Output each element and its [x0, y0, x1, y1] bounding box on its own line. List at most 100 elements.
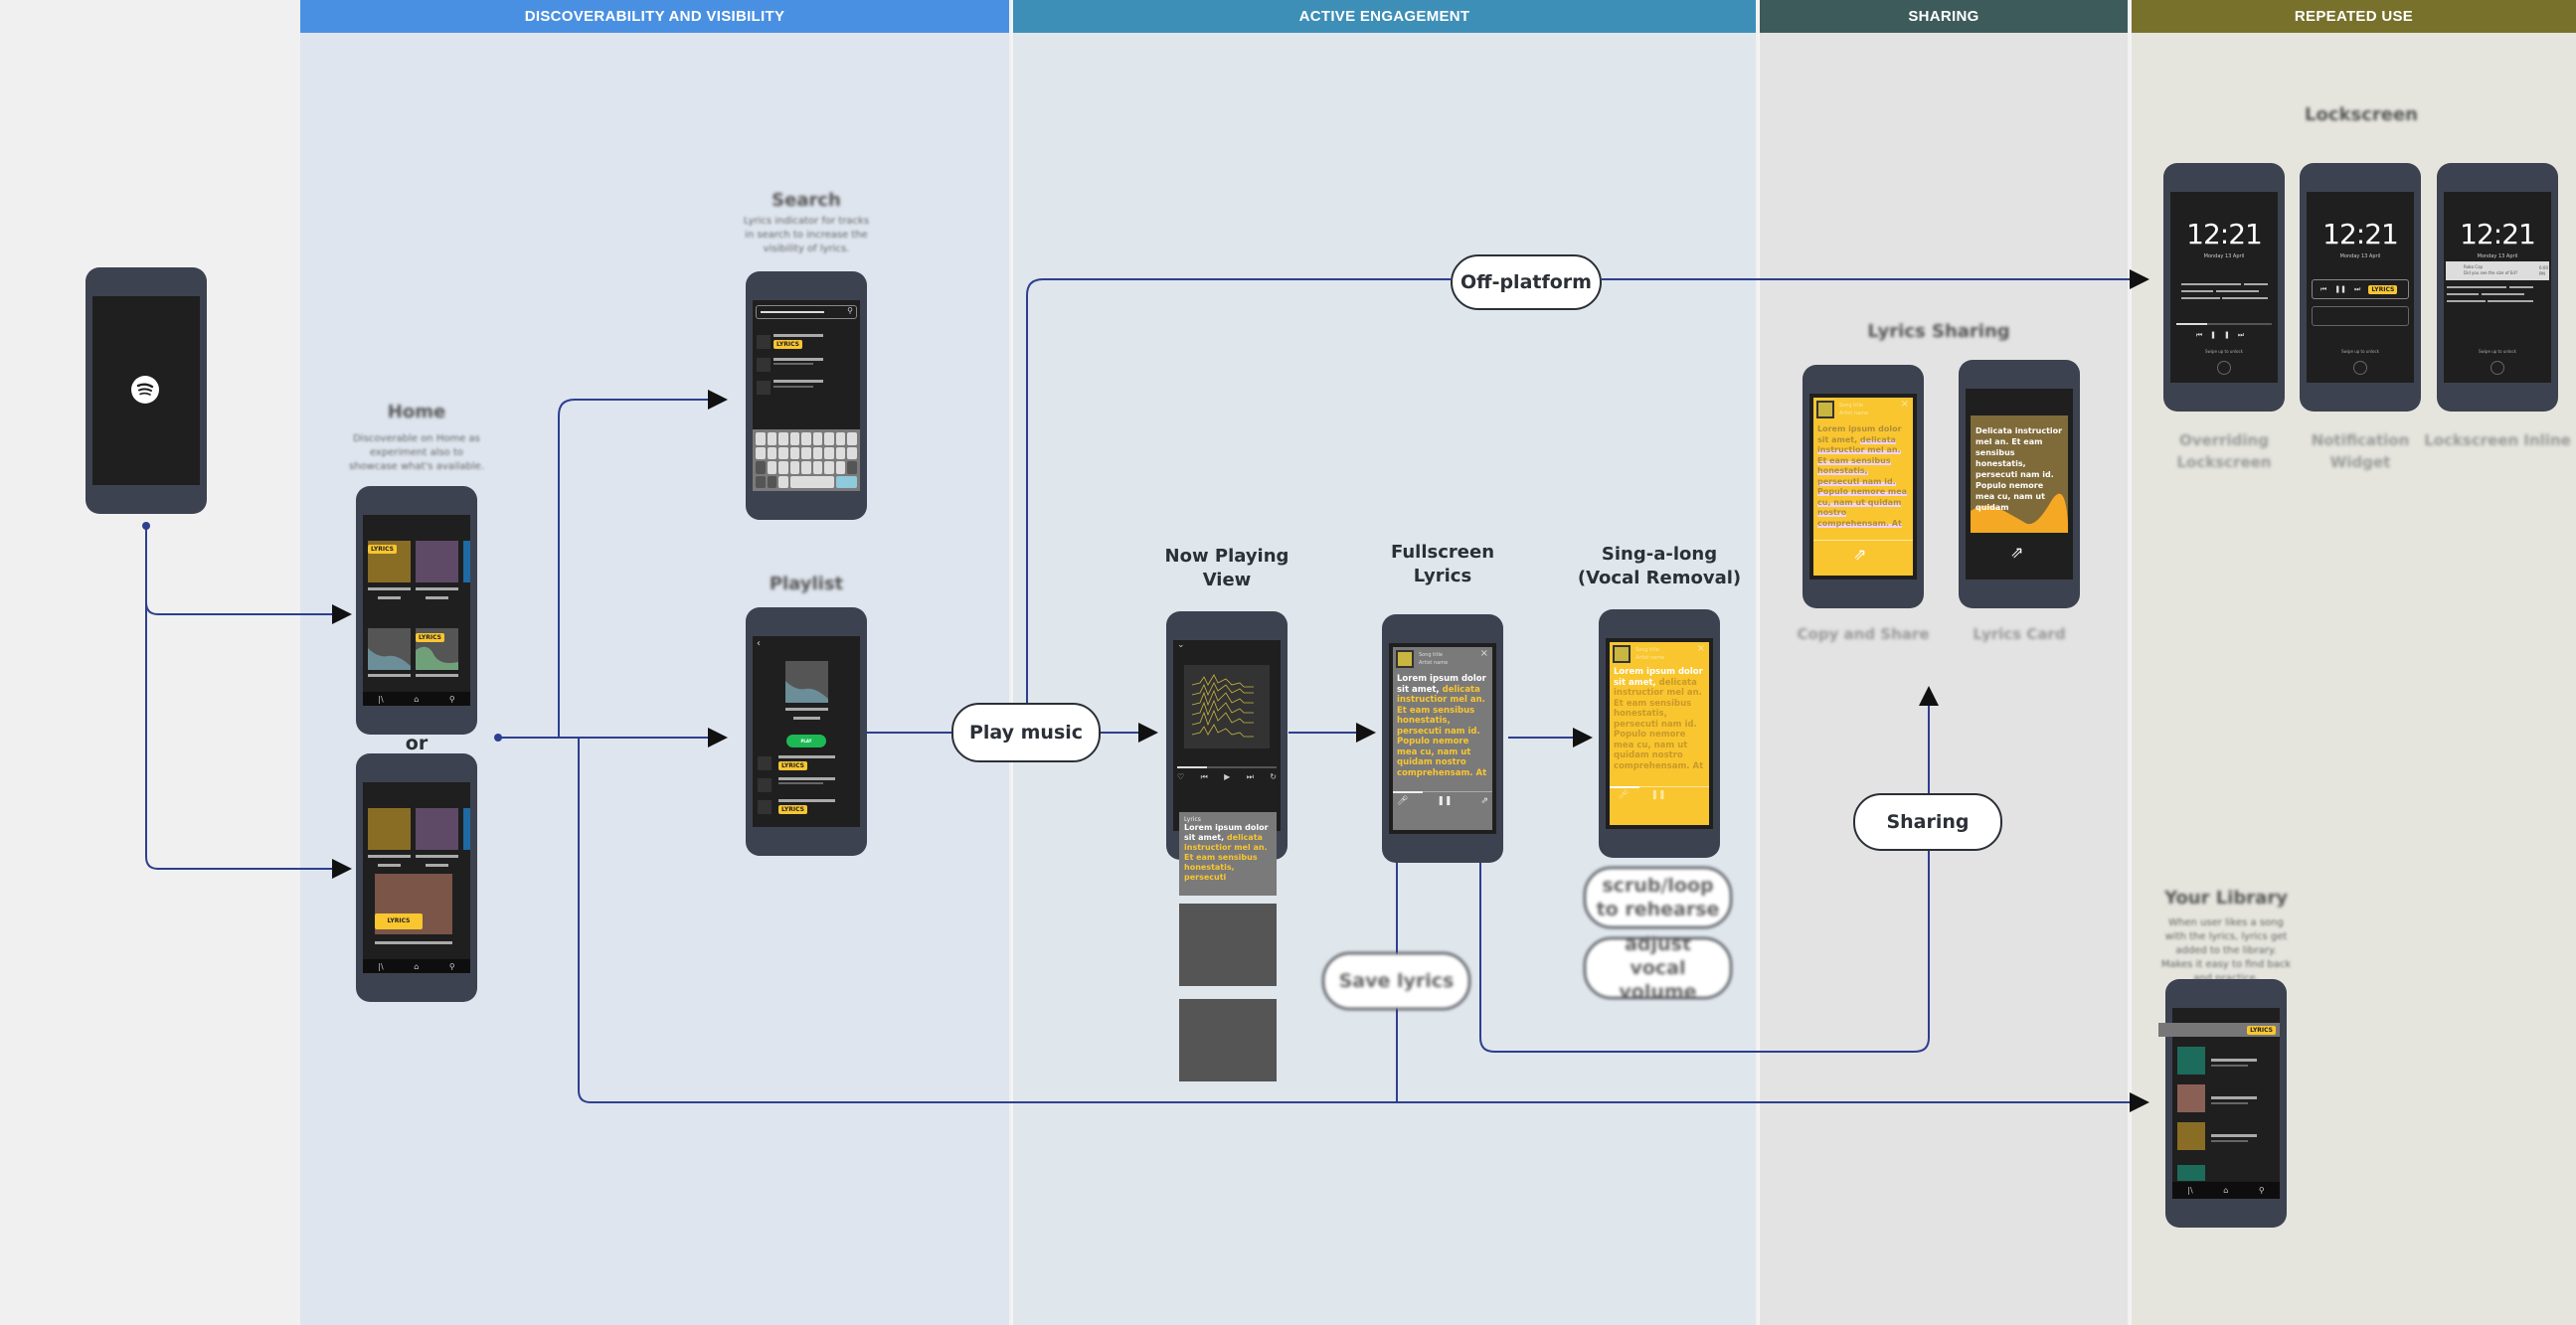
next-icon[interactable]: ⏭	[2354, 284, 2361, 293]
connector-fullscreen-sharing	[1479, 686, 1939, 1053]
placeholder-card	[1179, 999, 1277, 1081]
player-controls: ♡ ⏮ ▶ ⏭ ↻	[1177, 772, 1277, 782]
previous-icon[interactable]: ⏮	[1200, 772, 1208, 781]
swipe-hint: Swipe up to unlock	[2205, 349, 2243, 354]
progress-bar[interactable]	[1177, 766, 1277, 768]
artist-name: Artist name	[1839, 411, 1869, 416]
search-icon[interactable]: ⚲	[448, 694, 455, 704]
swipe-hint: Swipe up to unlock	[2341, 349, 2379, 354]
lockscreen-caption: Overriding Lockscreen	[2176, 431, 2272, 471]
library-icon[interactable]: |\	[378, 961, 384, 971]
back-icon[interactable]: ‹	[757, 638, 761, 649]
play-button[interactable]: PLAY	[786, 735, 826, 747]
search-icon[interactable]: ⚲	[2258, 1186, 2265, 1195]
close-icon[interactable]: ×	[1479, 648, 1488, 659]
share-icon[interactable]: ⇗	[1853, 545, 1867, 564]
close-icon[interactable]: ×	[1696, 643, 1705, 654]
share-icon[interactable]: ⇗	[2010, 543, 2024, 562]
album-thumb	[1613, 645, 1631, 663]
date: Monday 13 April	[2477, 253, 2518, 259]
lockscreen-widget-phone: 12:21 Monday 13 April ⏮ ❚❚ ⏭ LYRICS Swipe u…	[2300, 163, 2421, 412]
repeat-icon[interactable]: ↻	[1270, 772, 1277, 781]
search-title: Search	[772, 190, 841, 211]
home-title: Home	[387, 402, 446, 422]
clock: 12:21	[2322, 218, 2399, 250]
splash-phone	[86, 267, 207, 514]
play-icon[interactable]: ▶	[1224, 772, 1231, 781]
date: Monday 13 April	[2339, 253, 2381, 259]
keyboard[interactable]	[753, 429, 860, 491]
song-title: Song title	[1419, 652, 1443, 658]
lyrics-card-phone[interactable]: Delicata instructior mel an. Et eam sens…	[1959, 360, 2080, 608]
swipe-hint: Swipe up to unlock	[2479, 349, 2516, 354]
pause-icon[interactable]: ❚❚	[1437, 796, 1453, 806]
connector-home-library	[578, 738, 2149, 1112]
connector-splash-home2	[145, 526, 352, 879]
share-icon[interactable]: ⇗	[1480, 796, 1488, 806]
lyrics-text-upcoming: delicata instructior mel an. Et eam sens…	[1184, 833, 1268, 882]
connector-splash-home1	[145, 526, 352, 624]
lock-icon[interactable]	[2490, 361, 2504, 375]
lyrics-card-text: Delicata instructior mel an. Et eam sens…	[1975, 426, 2063, 512]
lockscreen-caption: Notification Widget	[2311, 431, 2410, 471]
lock-icon[interactable]	[2353, 361, 2367, 375]
lock-icon[interactable]	[2217, 361, 2231, 375]
search-input[interactable]: ⚲	[756, 305, 857, 319]
copy-share-caption: Copy and Share	[1797, 625, 1930, 643]
home-phone-b[interactable]: LYRICS |\ ⌂ ⚲	[356, 753, 477, 1002]
lockscreen-title: Lockscreen	[2305, 104, 2418, 125]
search-icon[interactable]: ⚲	[448, 961, 455, 971]
lyrics-filter-bar[interactable]: LYRICS	[2158, 1023, 2280, 1037]
lyrics-tag[interactable]: LYRICS	[2247, 1026, 2276, 1035]
scrub-loop-step: scrub/loop to rehearse	[1584, 867, 1732, 928]
connector-home-search	[558, 390, 728, 738]
lyrics-label: Lyrics	[1184, 816, 1201, 823]
lane-header: SHARING	[1760, 0, 2128, 33]
lane-header: DISCOVERABILITY AND VISIBILITY	[300, 0, 1009, 33]
home-icon[interactable]: ⌂	[2223, 1186, 2229, 1195]
home-phone-a[interactable]: LYRICS LYRICS |\⌂⚲	[356, 486, 477, 735]
library-phone[interactable]: LYRICS |\ ⌂ ⚲	[2158, 979, 2287, 1228]
collapse-icon[interactable]: ⌄	[1177, 640, 1185, 650]
next-icon[interactable]: ⏭	[1246, 772, 1254, 781]
save-lyrics-step: Save lyrics	[1322, 952, 1470, 1010]
lyrics-card: Delicata instructior mel an. Et eam sens…	[1971, 415, 2068, 533]
lyrics-text: Lorem ipsum dolor sit amet,	[1817, 424, 1902, 444]
heart-icon[interactable]: ♡	[1177, 772, 1185, 781]
bottom-nav: |\ ⌂ ⚲	[363, 959, 470, 973]
lyrics-tag: LYRICS	[375, 913, 423, 929]
library-icon[interactable]: |\	[378, 694, 384, 704]
search-phone[interactable]: ⚲ LYRICS	[746, 271, 867, 520]
previous-icon[interactable]: ⏮	[2320, 284, 2327, 293]
clock: 12:21	[2460, 218, 2536, 250]
lyrics-text-current: Lorem ipsum dolor sit amet,	[1397, 674, 1486, 695]
microphone-off-icon[interactable]: 🎤︎	[1618, 790, 1630, 800]
playlist-phone[interactable]: ‹ PLAY LYRICS LYRICS	[746, 607, 867, 856]
close-icon[interactable]: ×	[1900, 399, 1909, 410]
album-thumb	[1396, 650, 1414, 668]
singalong-title: Sing-a-long (Vocal Removal)	[1577, 544, 1742, 588]
lyrics-tag[interactable]: LYRICS	[2368, 284, 2398, 294]
microphone-icon[interactable]: 🎤︎	[1397, 796, 1409, 806]
selected-lyrics-text[interactable]: delicata instructior mel an. Et eam sens…	[1817, 434, 1908, 528]
lyrics-tag: LYRICS	[778, 805, 807, 814]
home-icon[interactable]: ⌂	[414, 961, 420, 971]
pause-icon[interactable]: ❚❚	[2334, 285, 2347, 293]
library-icon[interactable]: |\	[2187, 1186, 2193, 1195]
notification-title: Robo Cop	[2464, 264, 2484, 269]
home-icon[interactable]: ⌂	[414, 694, 420, 704]
fullscreen-title: Fullscreen Lyrics	[1390, 542, 1495, 586]
library-desc: When user likes a song with the lyrics, …	[2160, 917, 2292, 984]
pause-icon[interactable]: ❚❚	[1650, 790, 1666, 800]
notification-widget[interactable]: ⏮ ❚❚ ⏭ LYRICS	[2312, 279, 2409, 299]
lyrics-preview-card[interactable]: Lyrics Lorem ipsum dolor sit amet, delic…	[1179, 812, 1277, 896]
spotify-logo-icon	[131, 376, 159, 404]
home-desc: Discoverable on Home as experiment also …	[348, 433, 485, 472]
lyrics-text-upcoming: delicata instructior mel an. Et eam sens…	[1614, 677, 1704, 771]
